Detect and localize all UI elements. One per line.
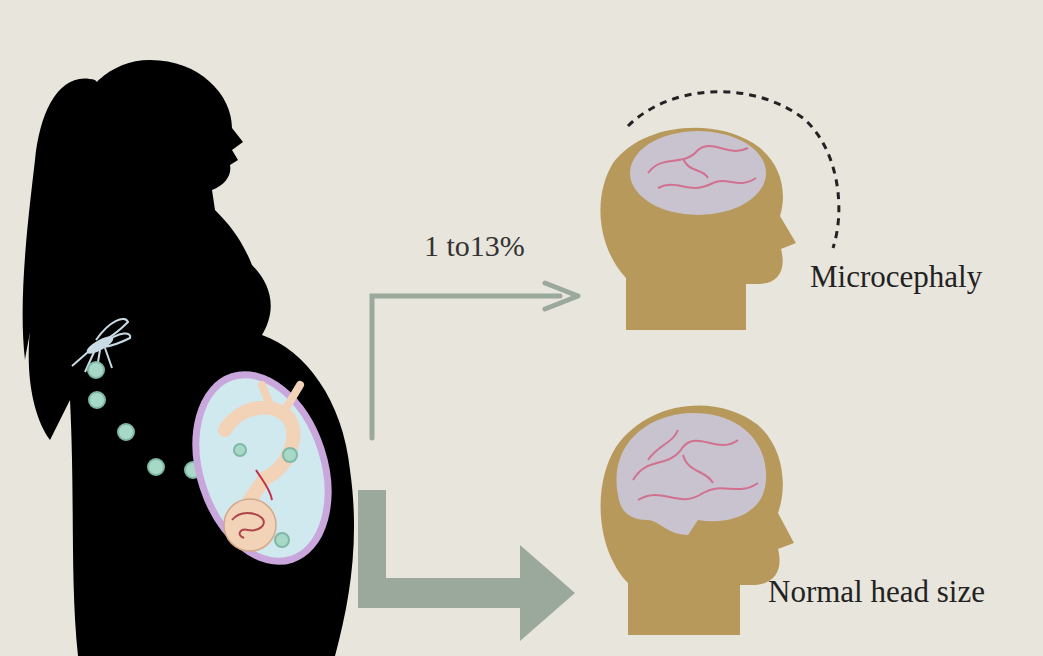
percentage-label: 1 to13%	[420, 228, 529, 264]
head-node: Microcephaly	[588, 78, 1008, 333]
virus-particles	[88, 362, 201, 478]
head-label: Microcephaly	[810, 258, 982, 295]
thin-arrow	[372, 283, 578, 438]
woman-silhouette	[29, 60, 354, 656]
head-node: Normal head size	[588, 385, 1028, 637]
head-label: Normal head size	[768, 573, 985, 610]
fetus-in-womb	[173, 358, 350, 579]
child-head	[588, 78, 1008, 333]
ponytail	[23, 78, 110, 360]
thick-arrow	[358, 490, 575, 641]
